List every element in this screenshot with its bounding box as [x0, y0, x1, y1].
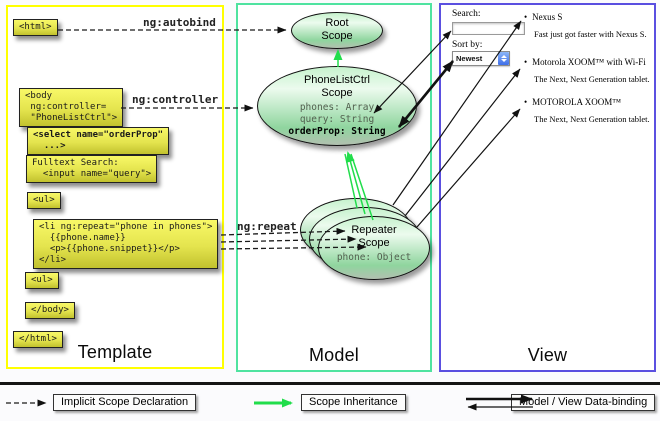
template-column-title: Template — [77, 342, 153, 362]
code-box-body-close: </body> — [25, 302, 75, 319]
phone-list-item: • MOTOROLA XOOM™ The Next, Next Generatio… — [524, 97, 650, 124]
legend-scope-inheritance: Scope Inheritance — [301, 394, 406, 411]
phone-item-title: Nexus S — [532, 12, 563, 22]
code-box-html-close: </html> — [13, 331, 63, 348]
bullet-icon: • — [524, 97, 528, 107]
phone-list-item: • Motorola XOOM™ with Wi-Fi The Next, Nex… — [524, 57, 650, 84]
code-box-li-repeat: <li ng:repeat="phone in phones"> {{phone… — [33, 219, 219, 269]
search-input[interactable] — [452, 22, 525, 35]
separator-line — [0, 382, 660, 385]
label-ng-autobind: ng:autobind — [143, 16, 216, 29]
model-column: Model — [236, 3, 432, 372]
repeater-scope-ellipse-front: Repeater Scope phone: Object — [318, 216, 430, 280]
repeater-scope-prop: phone: Object — [336, 251, 412, 263]
sort-dropdown-value: Newest — [456, 54, 483, 63]
model-column-title: Model — [308, 345, 360, 365]
phonelistctrl-scope-title: PhoneListCtrl Scope — [303, 74, 371, 99]
code-box-html-open: <html> — [13, 19, 58, 36]
phonelistctrl-scope-ellipse: PhoneListCtrl Scope phones: Array query:… — [257, 66, 417, 146]
search-label: Search: — [452, 9, 481, 19]
phone-item-desc: The Next, Next Generation tablet. — [534, 74, 650, 84]
repeater-scope-title: Repeater Scope — [351, 224, 397, 249]
phone-item-desc: The Next, Next Generation tablet. — [534, 114, 650, 124]
phonelistctrl-scope-props: phones: Array query: String — [299, 101, 375, 125]
code-box-ul-second: <ul> — [25, 272, 59, 289]
root-scope-title: Root Scope — [321, 17, 353, 42]
code-box-body-open: <body ng:controller= "PhoneListCtrl"> — [19, 88, 124, 127]
code-box-fulltext-search: Fulltext Search: <input name="query"> — [26, 155, 158, 183]
view-column-title: View — [527, 345, 568, 365]
sort-dropdown[interactable]: Newest — [452, 51, 510, 66]
label-ng-repeat: ng:repeat — [237, 220, 297, 233]
dropdown-stepper-icon — [498, 52, 509, 65]
bullet-icon: • — [524, 57, 528, 67]
code-box-ul-open: <ul> — [27, 192, 61, 209]
phone-item-title: Motorola XOOM™ with Wi-Fi — [532, 57, 646, 67]
phonelistctrl-scope-orderprop: orderProp: String — [288, 125, 386, 137]
phone-item-desc: Fast just got faster with Nexus S. — [534, 29, 647, 39]
legend-model-view-data-binding: Model / View Data-binding — [511, 394, 656, 411]
sort-by-label: Sort by: — [452, 40, 483, 50]
phone-list-item: • Nexus S Fast just got faster with Nexus… — [524, 12, 647, 39]
bullet-icon: • — [524, 12, 528, 22]
root-scope-ellipse: Root Scope — [291, 12, 383, 49]
legend-implicit-scope-declaration: Implicit Scope Declaration — [53, 394, 197, 411]
label-ng-controller: ng:controller — [132, 93, 219, 106]
code-box-select-orderprop: <select name="orderProp" ...> — [27, 127, 170, 155]
phone-item-title: MOTOROLA XOOM™ — [532, 97, 622, 107]
